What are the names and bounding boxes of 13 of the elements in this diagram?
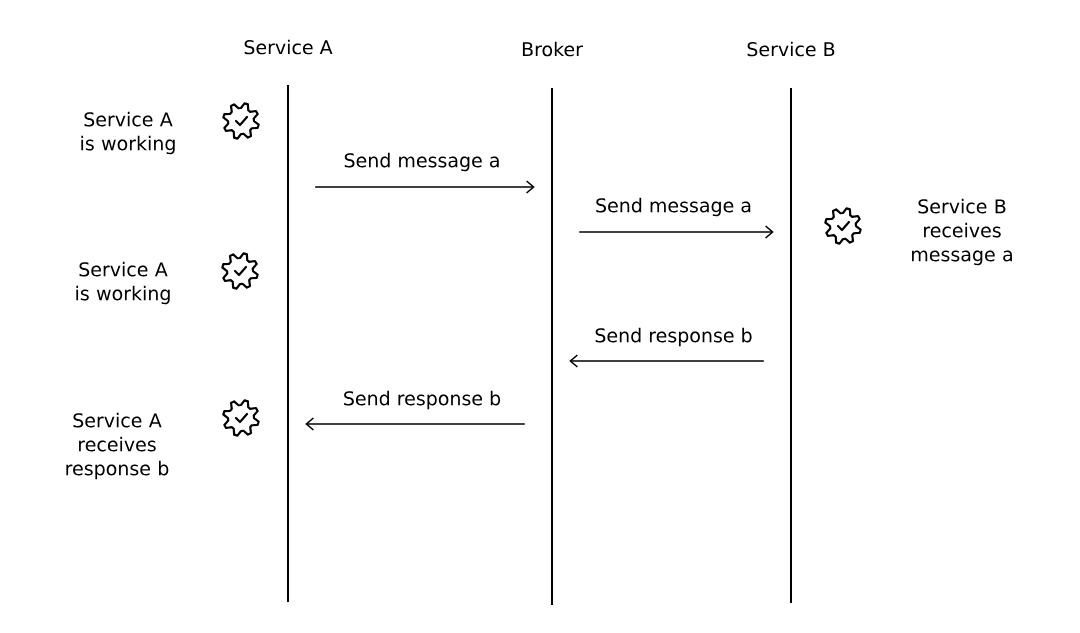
lifeline-header: Service A xyxy=(244,39,333,55)
edge-label: Send response b xyxy=(593,326,754,348)
edge-label: Send message a xyxy=(594,196,753,218)
lifeline-header: Broker xyxy=(522,41,583,57)
arrow xyxy=(569,354,765,368)
lifeline-header: Service B xyxy=(747,41,835,57)
arrow xyxy=(305,417,526,431)
note-text: Service A is working xyxy=(76,261,170,305)
arrow xyxy=(578,225,774,239)
note-text: Service A is working xyxy=(81,111,175,155)
arrow xyxy=(314,180,535,194)
note-text: Service B receives message a xyxy=(912,198,1012,266)
note-text: Service A receives response b xyxy=(66,412,169,480)
